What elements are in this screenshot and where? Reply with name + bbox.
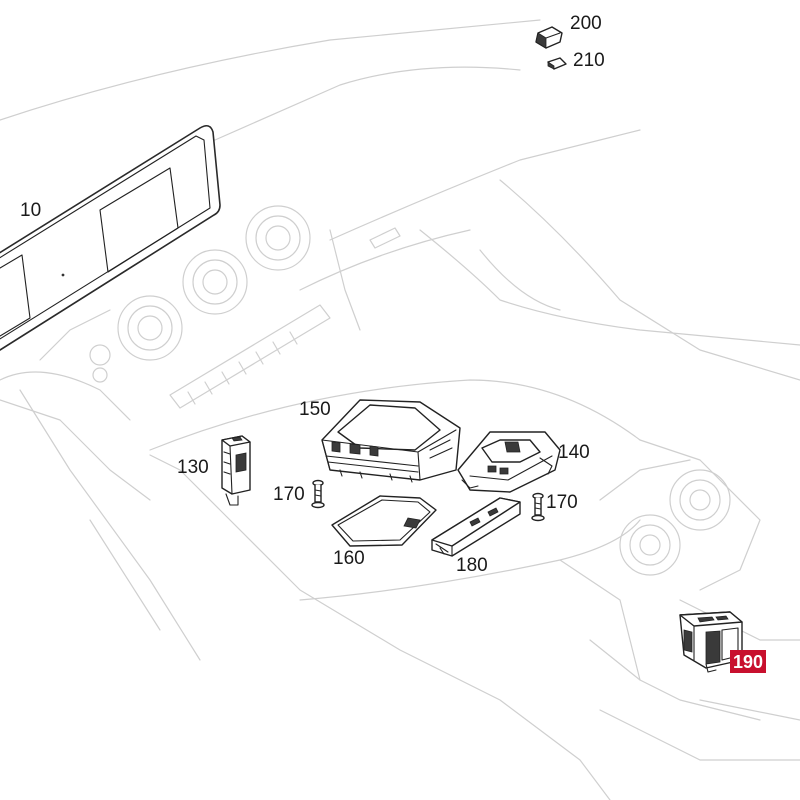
part-170-screw-left [311,479,325,509]
callout-210: 210 [573,50,605,71]
callout-150: 150 [299,399,331,420]
part-130-module [221,435,251,506]
part-210-clip [547,57,567,70]
callout-170-right: 170 [546,492,578,513]
part-170-screw-right [531,492,545,522]
callout-160: 160 [333,548,365,569]
callout-140: 140 [558,442,590,463]
part-150-control-unit [321,399,461,483]
part-200-clip [535,26,563,49]
callout-170-left: 170 [273,484,305,505]
part-180-usb-port [431,497,521,557]
callout-180: 180 [456,555,488,576]
part-190-rear-usb [679,611,743,673]
callout-10: 10 [20,200,42,221]
dashboard-outline [0,19,800,800]
callout-130: 130 [177,457,209,478]
part-160-frame [331,495,437,547]
callout-190: 190 [730,650,767,673]
callout-200: 200 [570,13,602,34]
part-140-switch-panel [457,431,561,493]
part-10-display [0,124,221,351]
